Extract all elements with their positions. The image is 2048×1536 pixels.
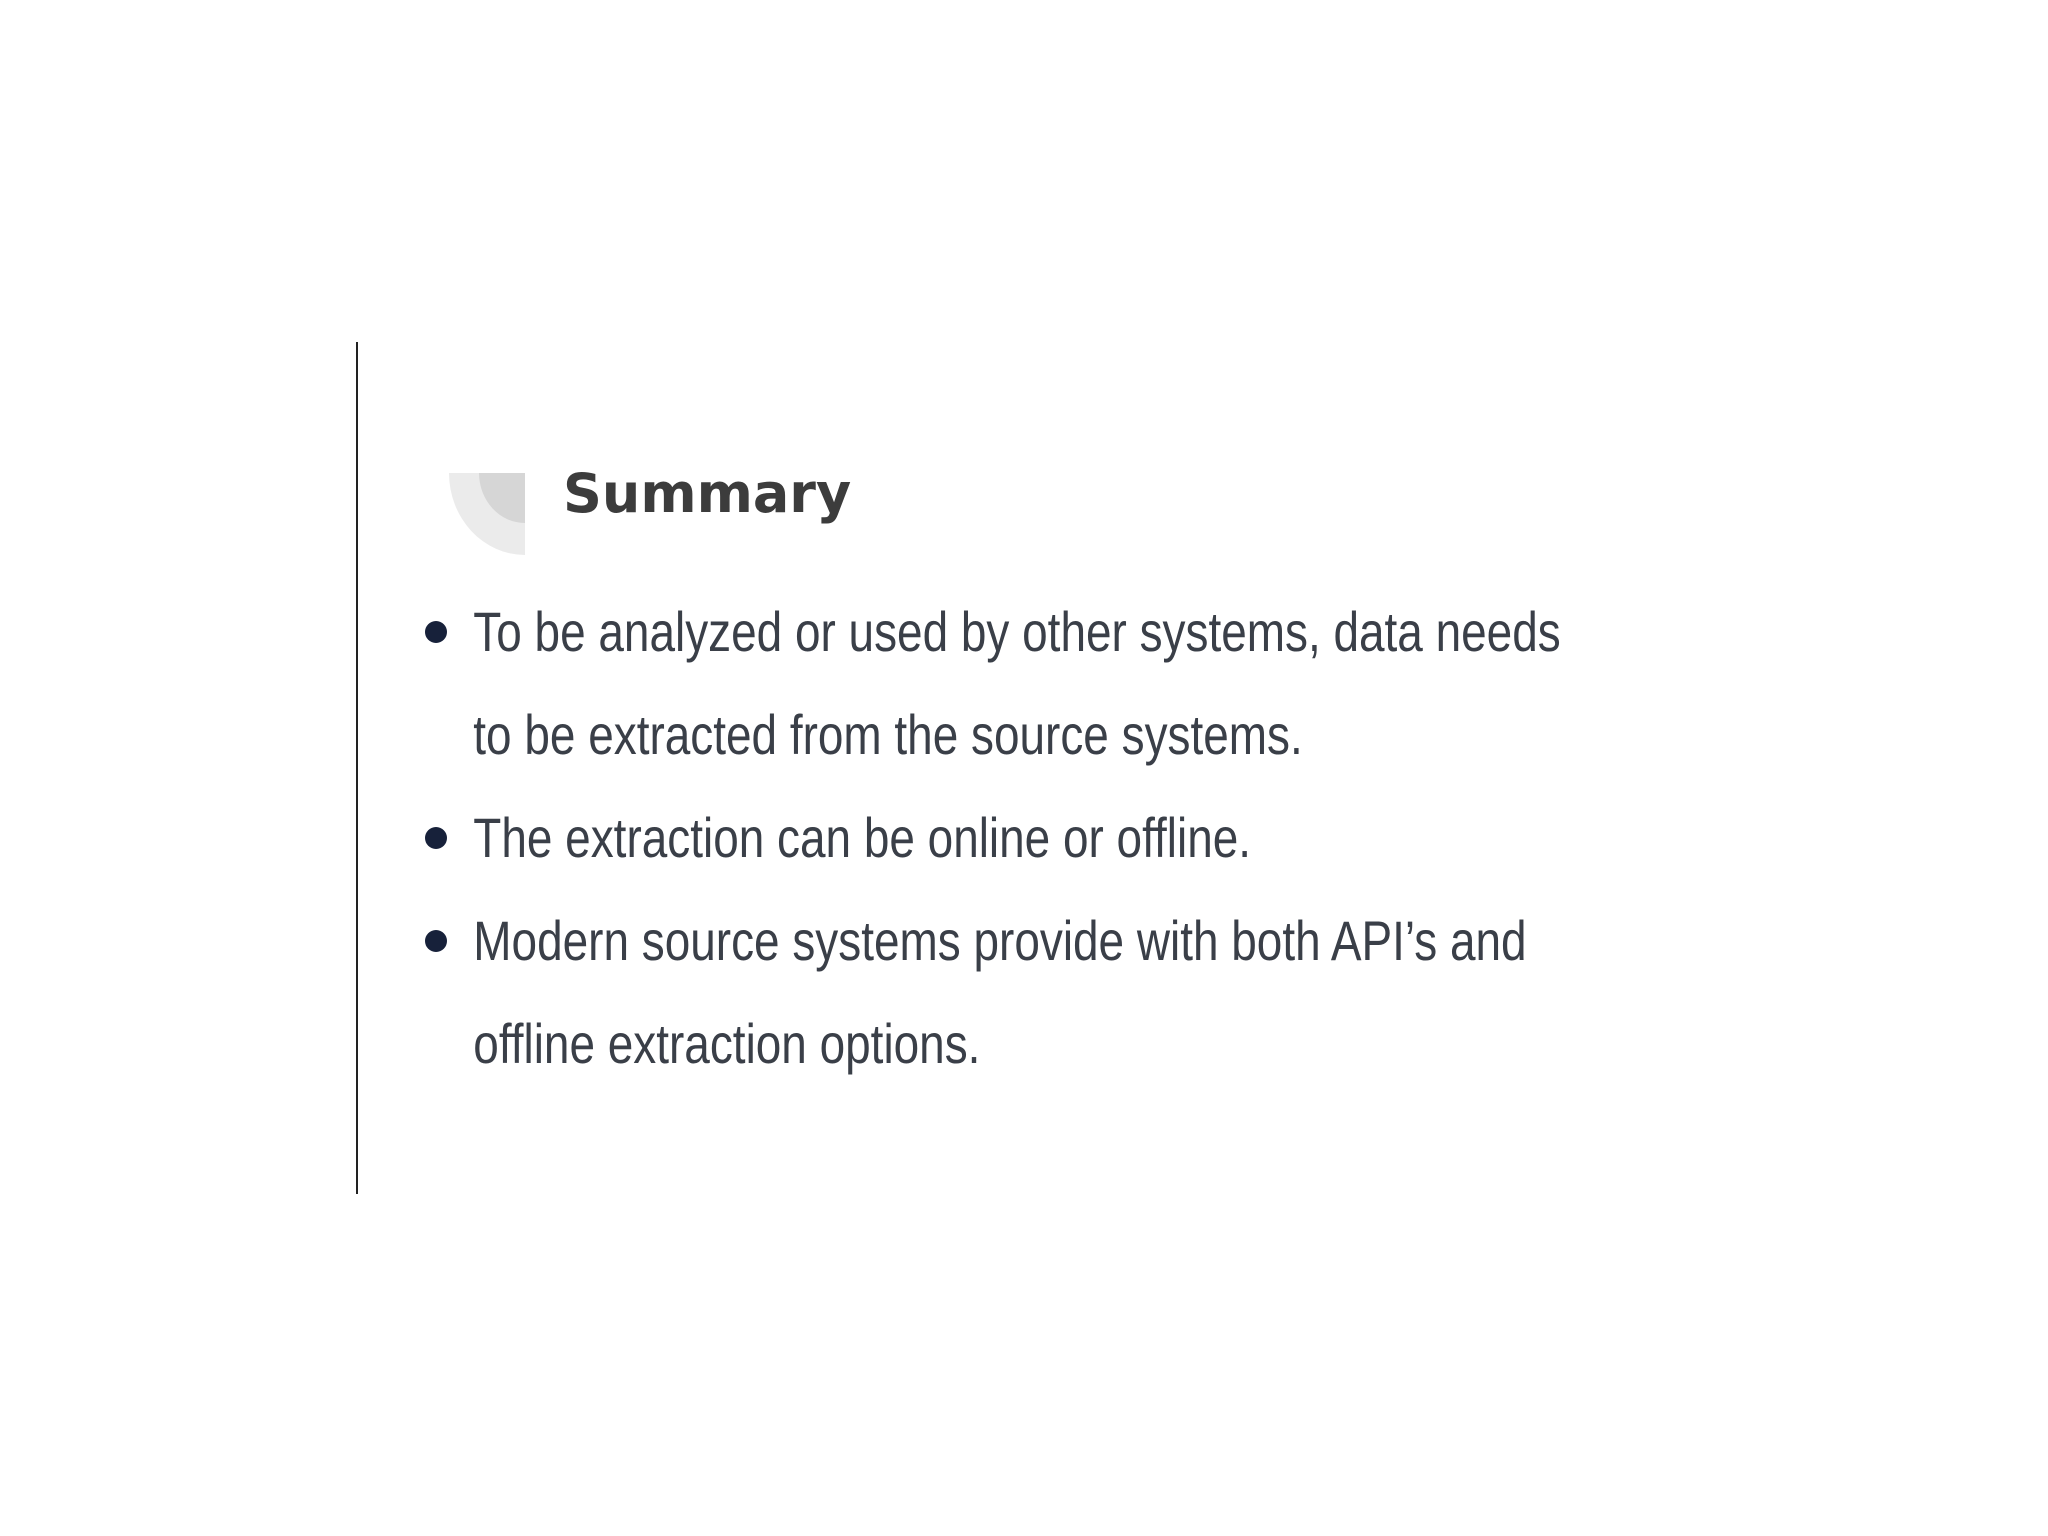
- bullet-dot-icon: [425, 621, 447, 643]
- bullet-text: To be analyzed or used by other systems,…: [473, 600, 1561, 663]
- bullet-dot-icon: [425, 827, 447, 849]
- bullet-item: To be analyzed or used by other systems,…: [420, 580, 1811, 786]
- bullet-text: The extraction can be online or offline.: [473, 806, 1252, 869]
- summary-bullet-list: To be analyzed or used by other systems,…: [420, 580, 1811, 1095]
- slide-title: Summary: [563, 462, 852, 525]
- bullet-item: The extraction can be online or offline.: [420, 786, 1811, 889]
- bullet-text: to be extracted from the source systems.: [473, 703, 1303, 766]
- slide-divider-line: [356, 342, 358, 1194]
- bullet-text: offline extraction options.: [473, 1012, 981, 1075]
- quarter-circle-logo-icon: [449, 473, 525, 555]
- bullet-dot-icon: [425, 930, 447, 952]
- bullet-text: Modern source systems provide with both …: [473, 909, 1527, 972]
- bullet-item: Modern source systems provide with both …: [420, 889, 1811, 1095]
